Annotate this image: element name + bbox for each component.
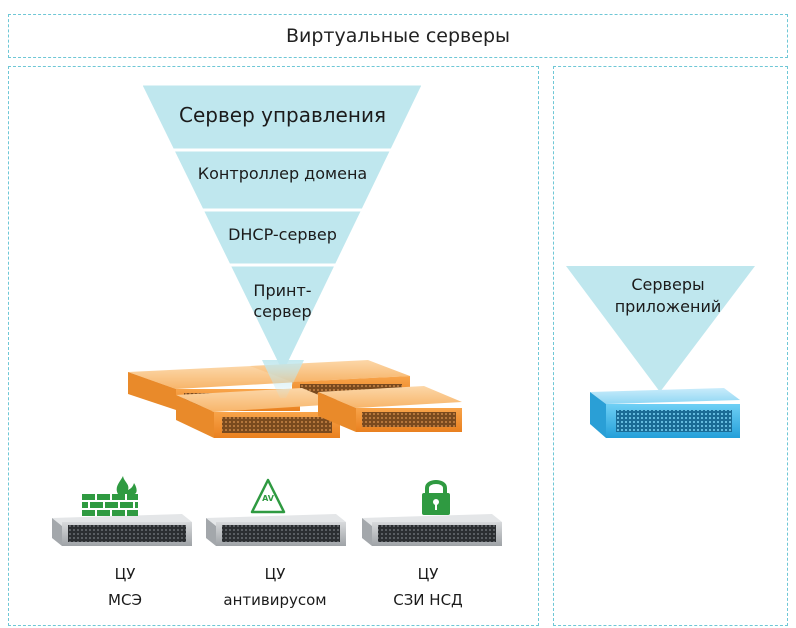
grey-server-firewall xyxy=(52,514,192,546)
applications-funnel xyxy=(566,266,755,392)
domain-controller-label: Контроллер домена xyxy=(197,164,368,183)
left-panel-frame xyxy=(8,66,539,626)
print-server-label: Принт-сервер xyxy=(253,281,312,321)
title-frame xyxy=(8,14,788,58)
orange-server-cluster xyxy=(128,360,462,438)
antivirus-badge-text: AV xyxy=(262,494,274,503)
application-servers-label: Серверы приложений xyxy=(614,275,722,316)
management-server-label: Сервер управления xyxy=(179,103,386,127)
antivirus-icon xyxy=(250,478,286,514)
antivirus-caption-line1: ЦУ xyxy=(264,565,286,583)
right-panel-frame xyxy=(553,66,788,626)
antivirus-caption-line2: антивирусом xyxy=(223,591,327,609)
blue-server xyxy=(590,388,740,438)
nsd-caption-line2: СЗИ НСД xyxy=(393,591,463,609)
nsd-caption-line1: ЦУ xyxy=(417,565,439,583)
grey-server-antivirus xyxy=(206,514,346,546)
management-funnel xyxy=(143,85,421,372)
grey-server-nsd xyxy=(362,514,502,546)
dhcp-server-label: DHCP-сервер xyxy=(228,225,337,244)
lock-icon xyxy=(422,480,450,515)
firewall-icon xyxy=(82,476,138,516)
firewall-caption-line1: ЦУ xyxy=(114,565,136,583)
diagram-title: Виртуальные серверы xyxy=(285,25,511,47)
firewall-caption-line2: МСЭ xyxy=(108,591,142,609)
